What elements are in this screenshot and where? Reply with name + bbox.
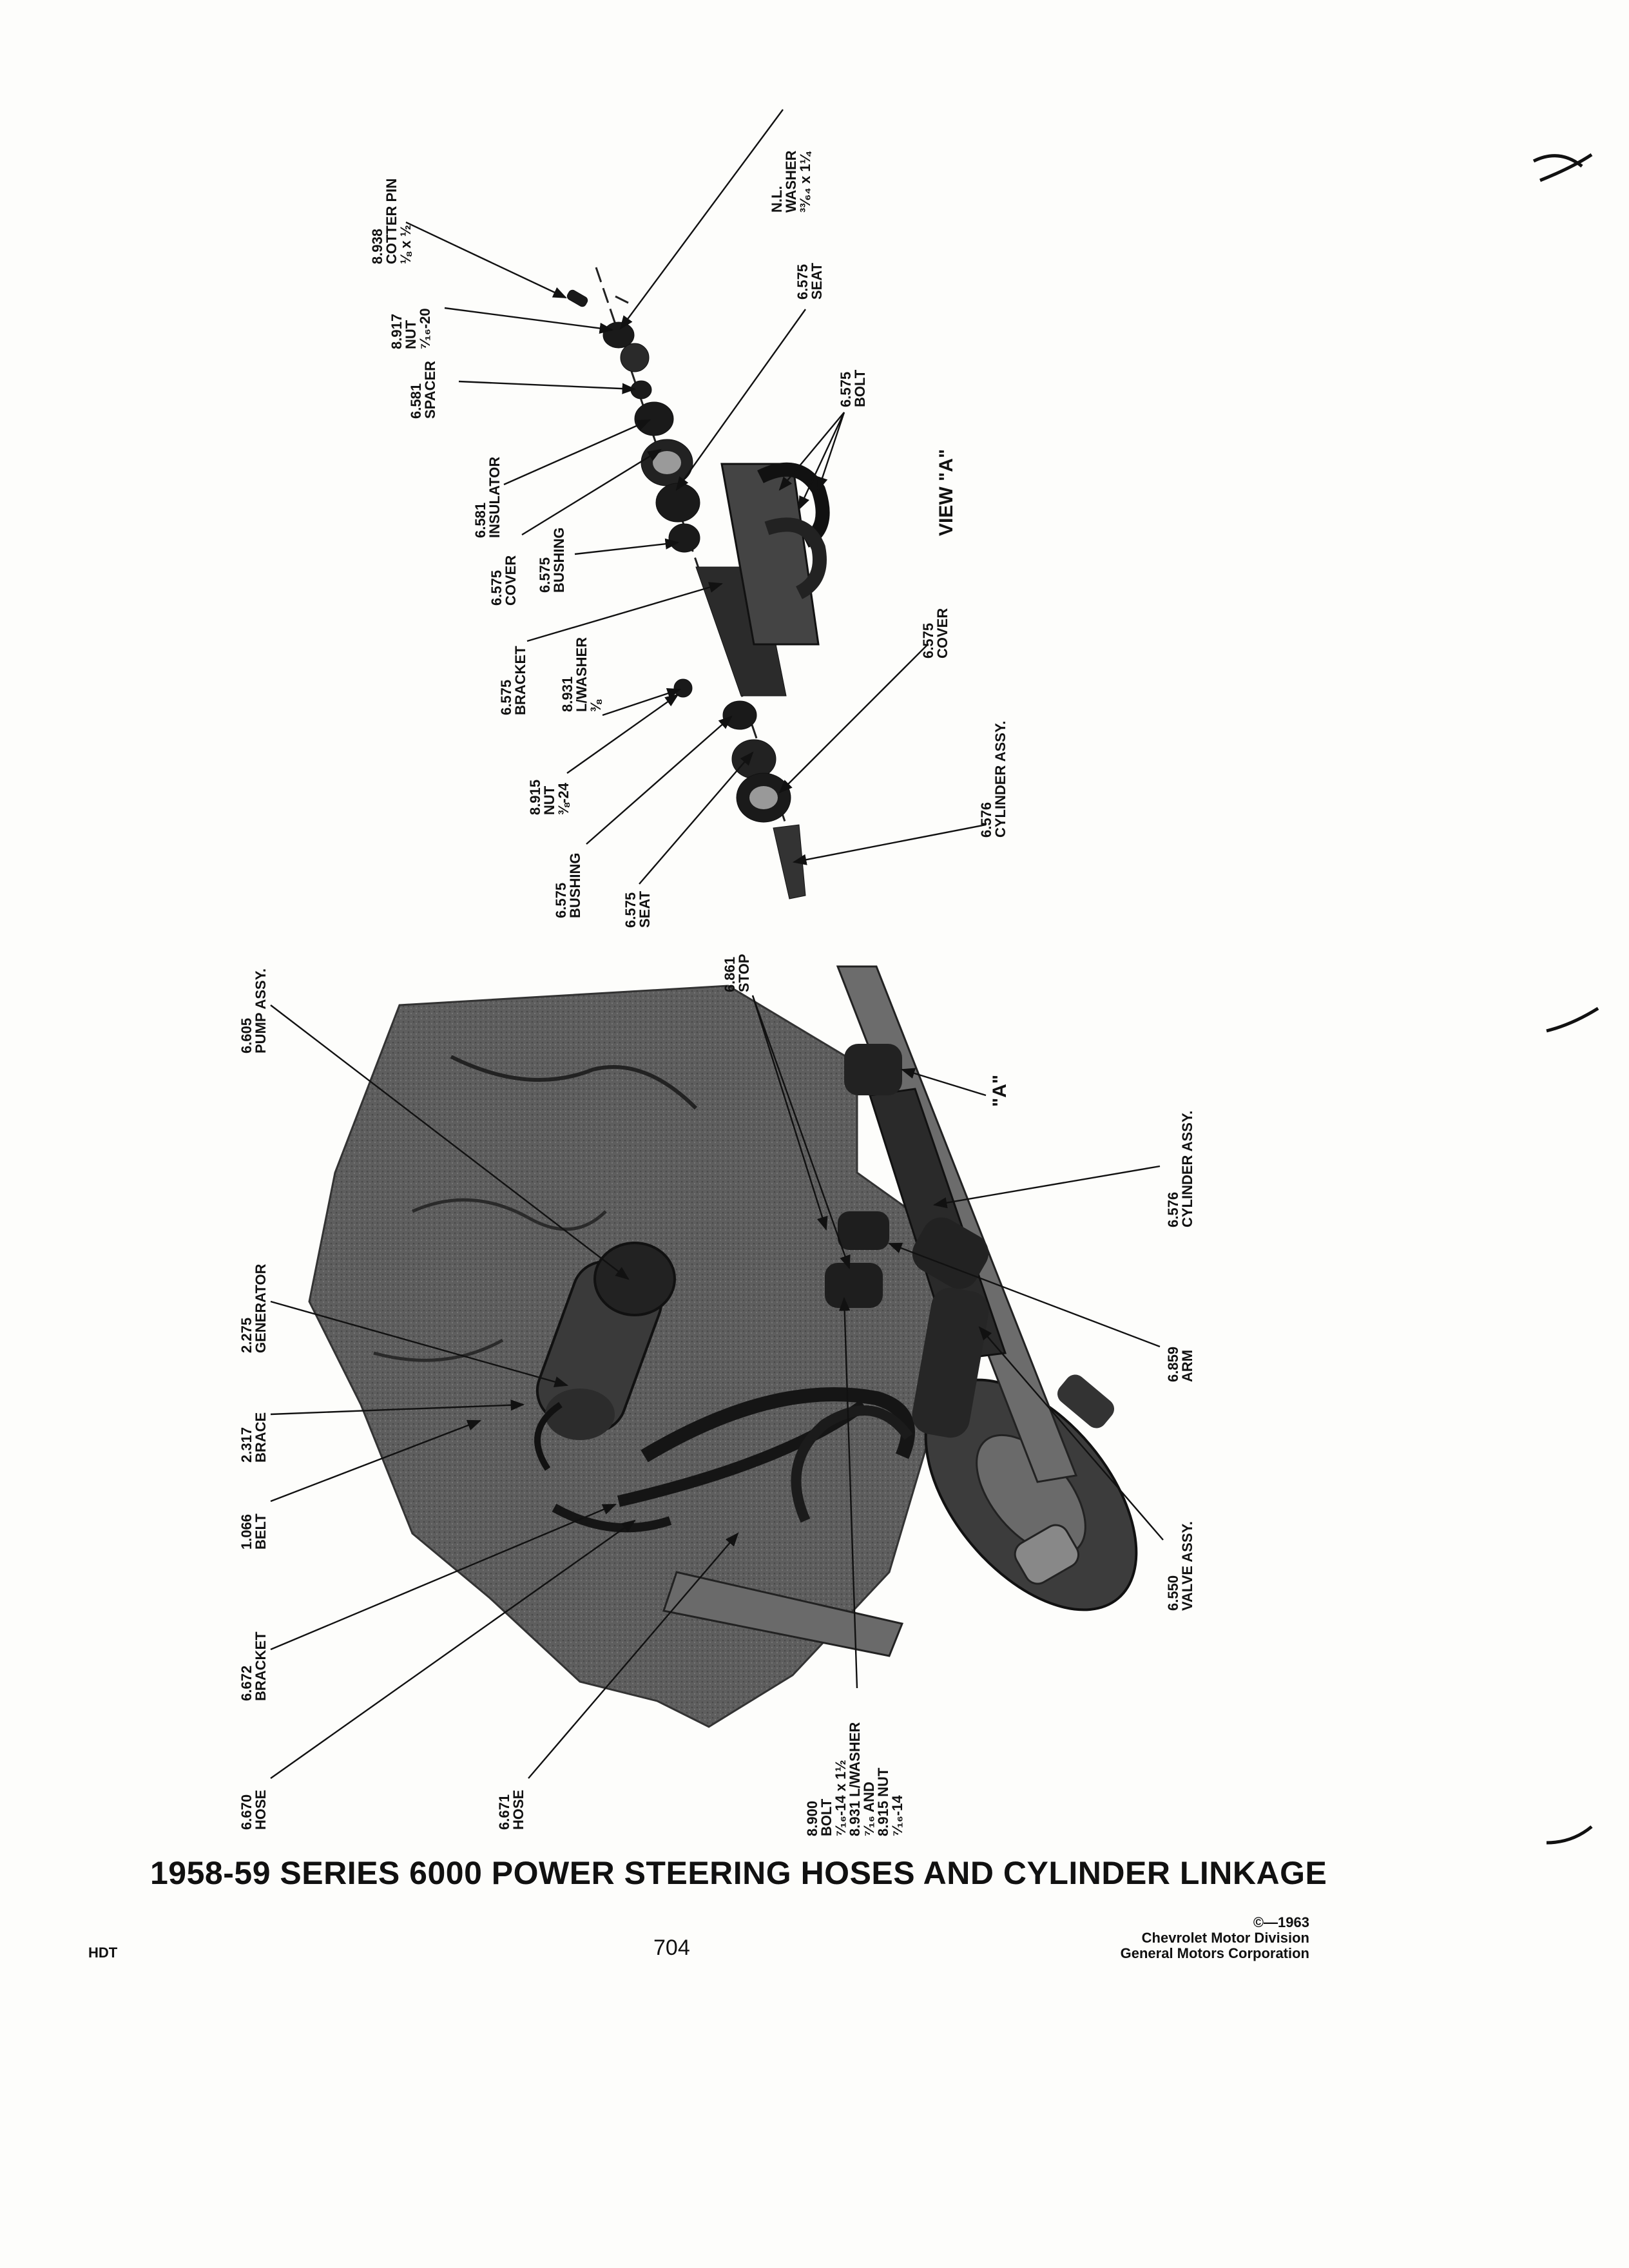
leader-lines	[270, 109, 1164, 1779]
view-a-caption: VIEW "A"	[936, 448, 957, 536]
page-number: 704	[653, 1936, 690, 1960]
view-a-marker: "A"	[989, 1074, 1010, 1107]
copyright-corporation: General Motors Corporation	[1120, 1945, 1309, 1961]
main-view-photo	[308, 965, 1138, 1728]
copyright-division: Chevrolet Motor Division	[1141, 1930, 1309, 1946]
page-title: 1958-59 SERIES 6000 POWER STEERING HOSES…	[150, 1855, 1327, 1891]
binding-marks	[1532, 153, 1599, 1845]
view-a-parts	[566, 267, 830, 899]
copyright-year: ©—1963	[1253, 1914, 1309, 1930]
copyright-block: ©—1963 Chevrolet Motor Division General …	[1121, 1915, 1309, 1961]
manual-code: HDT	[88, 1945, 118, 1961]
